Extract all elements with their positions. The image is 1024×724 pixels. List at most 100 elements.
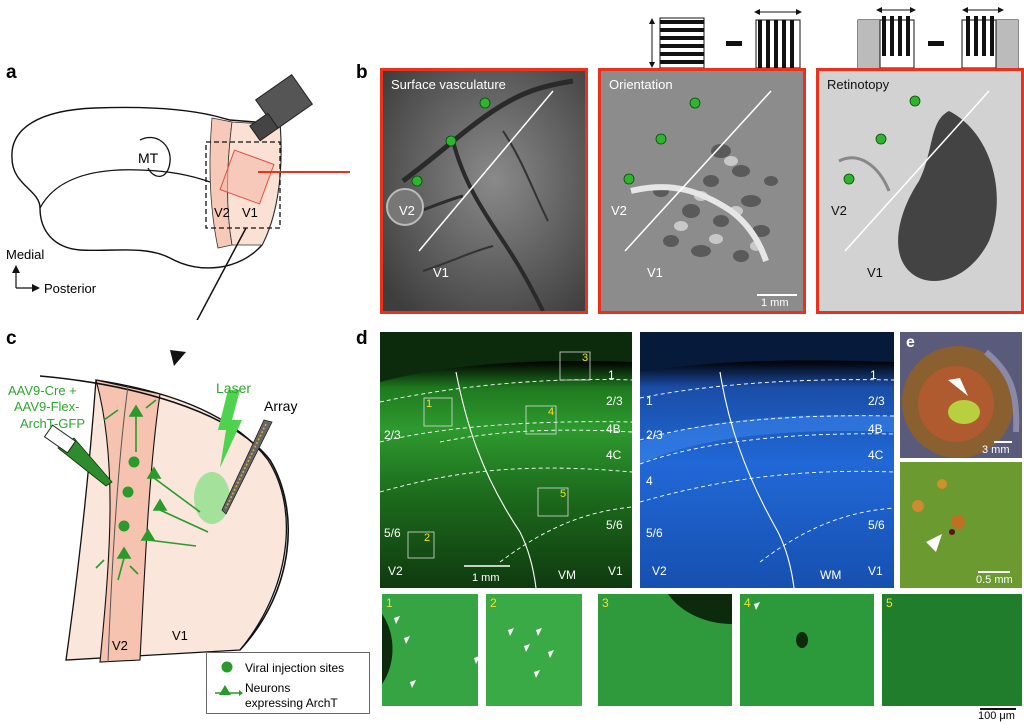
orientation-map-image: [601, 71, 803, 311]
label-mt: MT: [138, 150, 159, 166]
label-posterior: Posterior: [44, 281, 97, 296]
panel-letter-a: a: [6, 62, 17, 83]
retinotopy-stimulus-icon-2: [961, 7, 1019, 69]
label-v2-b3: V2: [831, 203, 847, 218]
selection-box: [205, 141, 281, 229]
cortex-schematic: [39, 375, 290, 663]
label-v2-b2: V2: [611, 203, 627, 218]
vasculature-image: [383, 71, 585, 311]
inset-label-2: 2: [490, 596, 497, 610]
section-gfp: 3 1 4 5 2 1 2/3 4B 4C 5/6 2/3 5/6 V2 V1 …: [380, 332, 632, 588]
minus-icon-2: [928, 41, 944, 46]
brain-schematic: [11, 73, 350, 320]
inset-label-1: 1: [386, 596, 393, 610]
label-v1-b3: V1: [867, 265, 883, 280]
inset-scalebar: [980, 708, 1016, 710]
title-surface-vasculature: Surface vasculature: [391, 77, 506, 92]
vertical-grating-icon: [754, 9, 802, 69]
legend-sites-label: Viral injection sites: [245, 661, 345, 675]
label-v1-b1: V1: [433, 265, 449, 280]
label-v2-d1: V2: [388, 564, 403, 578]
inset-scalebar-label: 100 μm: [978, 710, 1015, 722]
label-v1-d1: V1: [608, 564, 623, 578]
retinotopy-map-image: [819, 71, 1021, 311]
camera-icon: [249, 73, 314, 142]
label-v2-a: V2: [214, 205, 230, 220]
retinotopy-stimulus-icon-1: [857, 7, 916, 69]
imaging-window: [219, 149, 275, 205]
mt-sulcus: [139, 136, 171, 177]
scalebar-label-b: 1 mm: [761, 297, 789, 309]
layer-56-left-side: 5/6: [384, 526, 401, 540]
v1-cortex-region: [65, 379, 288, 661]
array-label: Array: [264, 398, 298, 414]
layer-1-left: 1: [608, 368, 615, 382]
laser-label: Laser: [216, 380, 252, 396]
layer-1-right-side: 1: [646, 394, 653, 408]
legend-site-icon: [221, 661, 233, 673]
horizontal-grating-icon: [649, 17, 705, 69]
stimulus-icons: [649, 7, 1019, 69]
panel-e-bottom-image: 0.5 mm: [900, 462, 1022, 588]
inset-5: 5: [882, 594, 1022, 706]
box-label-1: 1: [426, 398, 433, 410]
injection-label-line3: ArchT-GFP: [20, 416, 86, 431]
laser-glow: [194, 472, 230, 524]
black-arrowhead: [170, 350, 186, 366]
label-v2-c: V2: [112, 638, 128, 653]
box-label-4: 4: [548, 406, 555, 418]
layer-1-right: 1: [870, 368, 877, 382]
legend-neurons-label2: expressing ArchT: [245, 696, 338, 710]
layer-4c-right: 4C: [868, 448, 884, 462]
frame-orientation: Orientation V2 V1 1 mm: [598, 68, 806, 314]
box-label-3: 3: [582, 352, 589, 364]
panel-letter-b: b: [356, 62, 368, 83]
layer-23-left-side: 2/3: [384, 428, 401, 442]
laser-bolt-icon: [218, 390, 242, 468]
layer-23-right: 2/3: [868, 394, 885, 408]
minus-icon-1: [726, 41, 742, 46]
sylvian-sulcus: [39, 169, 211, 209]
layer-4-right-side: 4: [646, 474, 653, 488]
label-v1-b2: V1: [647, 265, 663, 280]
inset-label-4: 4: [744, 596, 751, 610]
box-label-5: 5: [560, 488, 567, 500]
legend-neuron-icon: [215, 685, 243, 696]
label-wm: WM: [820, 568, 842, 582]
injection-sites: [118, 456, 140, 532]
panel-e-top-image: e 3 mm: [900, 332, 1022, 458]
box-label-2: 2: [424, 532, 431, 544]
section-dapi: 1 2/3 4B 4C 5/6 1 2/3 4 5/6 V2 V1 WM: [640, 332, 894, 588]
title-retinotopy: Retinotopy: [827, 77, 890, 92]
layer-4b-left: 4B: [606, 422, 621, 436]
inset-4: 4: [740, 594, 874, 706]
array-probe-icon: [221, 419, 273, 515]
legend-box: Viral injection sites Neurons expressing…: [206, 652, 370, 714]
black-arrow-line: [196, 227, 247, 320]
label-v1-a: V1: [242, 205, 258, 220]
label-v1-c: V1: [172, 628, 188, 643]
label-vm: VM: [558, 568, 576, 582]
neurons-archT: [95, 399, 209, 581]
frame-surface-vasculature: Surface vasculature V2 V1: [380, 68, 588, 314]
panel-letter-c: c: [6, 328, 17, 349]
scale-top-label: 3 mm: [982, 444, 1010, 456]
layer-56-left: 5/6: [606, 518, 623, 532]
inset-label-3: 3: [602, 596, 609, 610]
scalebar-label-d: 1 mm: [472, 572, 500, 584]
inset-3: 3: [598, 594, 732, 706]
layer-56-right: 5/6: [868, 518, 885, 532]
layer-23-left: 2/3: [606, 394, 623, 408]
legend-neurons-label1: Neurons: [245, 681, 291, 695]
layer-56-right-side: 5/6: [646, 526, 663, 540]
label-v1-d2: V1: [868, 564, 883, 578]
panel-letter-d: d: [356, 328, 368, 349]
injection-pipette-icon: [43, 424, 113, 487]
injection-label-line1: AAV9-Cre +: [8, 383, 77, 398]
v2-cortex-band: [95, 379, 161, 663]
scale-bottom-label: 0.5 mm: [976, 574, 1013, 586]
injection-label-line2: AAV9-Flex-: [14, 399, 80, 414]
layer-4b-right: 4B: [868, 422, 883, 436]
label-v2-b1: V2: [399, 203, 415, 218]
layer-23-right-side: 2/3: [646, 428, 663, 442]
